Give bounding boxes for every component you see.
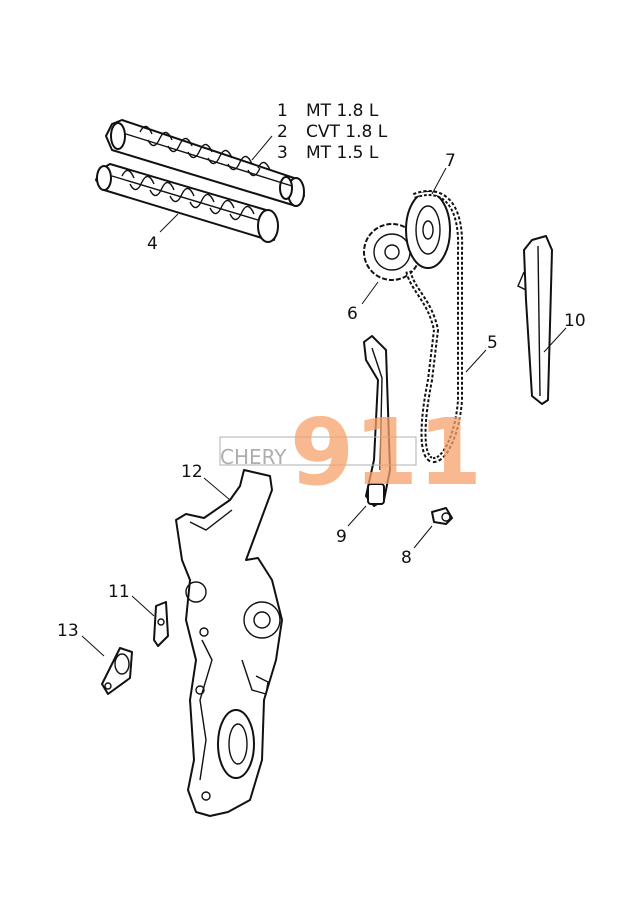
callout-11: 11 bbox=[108, 582, 130, 602]
legend-num-2: 2 bbox=[277, 122, 288, 142]
callout-7: 7 bbox=[445, 151, 456, 171]
callout-6: 6 bbox=[347, 304, 358, 324]
legend: 1 MT 1.8 L 2 CVT 1.8 L 3 MT 1.5 L bbox=[277, 101, 388, 163]
camshaft-upper bbox=[105, 119, 305, 207]
leader-lines bbox=[81, 135, 567, 657]
tensioner-8 bbox=[431, 507, 453, 525]
callouts: 4 5 6 7 8 9 10 11 12 13 bbox=[57, 151, 586, 641]
watermark: 911 CHERY bbox=[219, 399, 482, 506]
callout-13: 13 bbox=[57, 621, 79, 641]
callout-4: 4 bbox=[147, 234, 158, 254]
callout-9: 9 bbox=[336, 527, 347, 547]
tensioner-rail-9 bbox=[363, 335, 391, 507]
callout-8: 8 bbox=[401, 548, 412, 568]
callout-5: 5 bbox=[487, 333, 498, 353]
timing-chain bbox=[405, 190, 464, 463]
timing-cover-12 bbox=[175, 469, 283, 817]
legend-num-1: 1 bbox=[277, 101, 288, 121]
legend-text-2: CVT 1.8 L bbox=[306, 122, 388, 142]
watermark-number: 911 bbox=[290, 399, 482, 506]
sprocket-7 bbox=[405, 191, 451, 269]
legend-num-3: 3 bbox=[277, 143, 288, 163]
chain-guide-10 bbox=[517, 235, 553, 405]
watermark-brand: CHERY bbox=[220, 445, 287, 469]
callout-10: 10 bbox=[564, 311, 586, 331]
camshaft-lower bbox=[95, 163, 279, 243]
watermark-frame bbox=[219, 436, 417, 466]
cover-plate-13 bbox=[101, 647, 133, 695]
legend-text-3: MT 1.5 L bbox=[306, 143, 379, 163]
legend-text-1: MT 1.8 L bbox=[306, 101, 379, 121]
callout-12: 12 bbox=[181, 462, 203, 482]
gasket-11 bbox=[153, 601, 169, 647]
